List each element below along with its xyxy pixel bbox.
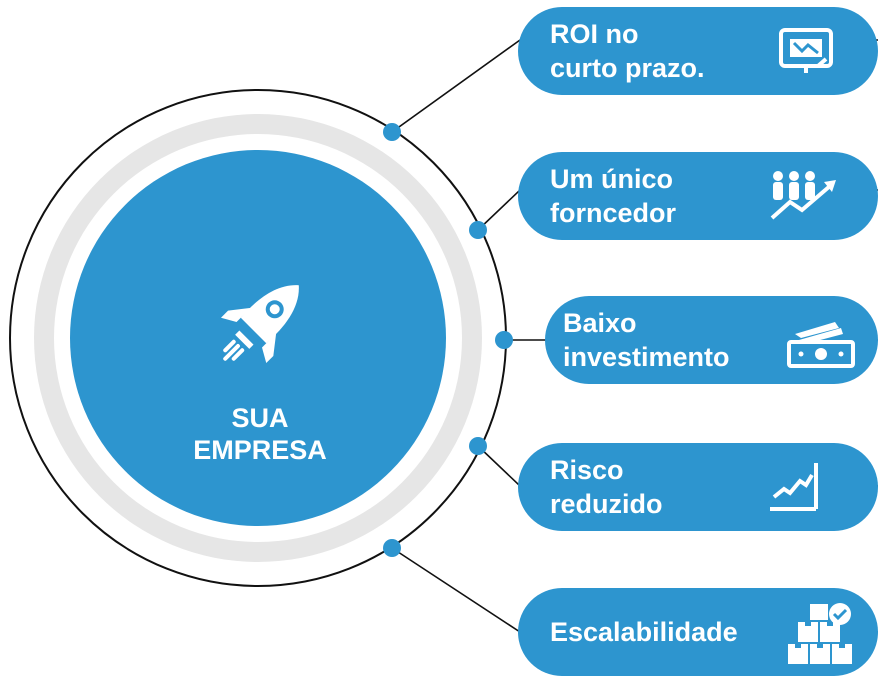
- benefit-scalability-label: Escalabilidade: [550, 617, 738, 647]
- center-title-line1: SUA: [231, 403, 289, 433]
- connector-dot-1: [383, 123, 401, 141]
- trend-chart-icon: [770, 463, 818, 511]
- boxes-check-icon: [788, 603, 852, 664]
- benefit-reduced-risk: Risco reduzido: [518, 443, 878, 531]
- benefit-reduced-risk-label: Risco reduzido: [550, 455, 663, 519]
- presentation-board-icon: [779, 28, 833, 73]
- benefit-roi: ROI no curto prazo.: [518, 7, 878, 95]
- benefit-low-investment: Baixo investimento: [545, 296, 878, 384]
- connector-dot-5: [383, 539, 401, 557]
- benefit-low-investment-label: Baixo investimento: [563, 308, 730, 372]
- benefit-roi-label: ROI no curto prazo.: [550, 19, 705, 83]
- benefit-single-supplier: Um único forncedor: [518, 152, 878, 240]
- center-title-line2: EMPRESA: [193, 435, 327, 465]
- benefit-scalability: Escalabilidade: [518, 588, 878, 676]
- money-stack-icon: [787, 322, 855, 368]
- benefit-single-supplier-label: Um único forncedor: [550, 164, 677, 228]
- connector-dot-4: [469, 437, 487, 455]
- team-growth-icon: [770, 171, 836, 220]
- connector-dot-3: [495, 331, 513, 349]
- center-title: SUA EMPRESA: [150, 402, 370, 466]
- rocket-icon: [220, 285, 299, 364]
- connector-dot-2: [469, 221, 487, 239]
- center-core: [70, 150, 446, 526]
